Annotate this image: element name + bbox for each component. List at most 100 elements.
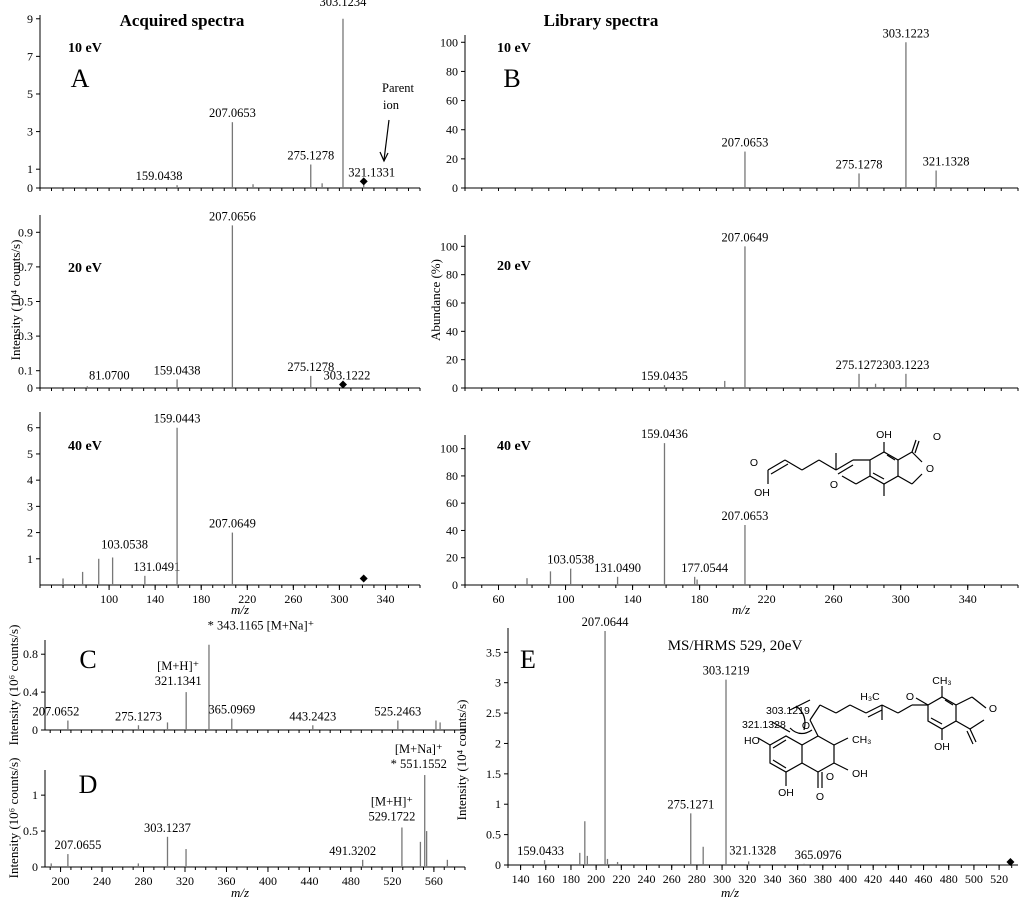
collision-energy-label: 40 eV [497,439,531,454]
x-tick-label: 200 [52,874,70,888]
peak-label: 207.0652 [32,705,79,719]
y-tick-label: 3.5 [486,645,501,659]
x-tick-label: 100 [100,592,118,606]
y-tick-label: 40 [446,123,458,137]
x-tick-label: 240 [638,872,656,886]
atom-o-ester: O [802,720,810,732]
peak-label: 275.1273 [115,709,162,723]
y-tick-label: 100 [440,239,458,253]
y-tick-label: 0 [495,858,501,872]
x-tick-label: 520 [383,874,401,888]
y-tick-label: 20 [446,152,458,166]
peak-label: 103.0538 [547,553,594,567]
y-tick-label: 0.7 [18,260,33,274]
peak-label: 207.0653 [722,509,769,523]
peak-label: 207.0653 [722,136,769,150]
y-tick-label: 20 [446,353,458,367]
peak-label: 491.3202 [329,844,376,858]
y-axis-label-c: Intensity (10⁶ counts/s) [6,625,21,746]
y-tick-label: 4 [27,473,33,487]
e-panel-title: MS/HRMS 529, 20eV [668,638,803,654]
atom-ho-left: HO [744,735,760,747]
x-tick-label: 360 [217,874,235,888]
atom-oh-bottom-left: OH [778,787,794,799]
y-tick-label: 2 [27,526,33,540]
y-tick-label: 80 [446,64,458,78]
y-tick-label: 1 [32,788,38,802]
y-tick-label: 3 [495,676,501,690]
y-tick-label: 60 [446,296,458,310]
x-axis-label-d: m/z [231,885,249,900]
peak-label: 303.1219 [703,664,750,678]
y-tick-label: 1 [27,552,33,566]
y-tick-label: 7 [27,49,33,63]
y-tick-label: 0.9 [18,225,33,239]
atom-h3c: H₃C [860,691,880,703]
x-tick-label: 260 [284,592,302,606]
x-tick-label: 300 [713,872,731,886]
x-tick-label: 420 [864,872,882,886]
y-tick-label: 100 [440,442,458,456]
atom-o-carbonyl: O [816,791,824,803]
peak-label: 321.1331 [348,165,395,179]
y-tick-label: 0.5 [486,828,501,842]
x-tick-label: 460 [915,872,933,886]
peak-label: * 343.1165 [M+Na]⁺ [208,619,315,633]
peak-label: 159.0443 [154,412,201,426]
ion-label: [M+Na]⁺ [395,742,443,756]
collision-energy-label: 10 eV [68,41,102,56]
y-tick-label: 1.5 [486,767,501,781]
peak-label: 81.0700 [89,368,130,382]
peak-label: 207.0649 [209,517,256,531]
x-tick-label: 100 [557,592,575,606]
y-tick-label: 6 [27,421,33,435]
peak-label: 207.0655 [54,838,101,852]
x-tick-label: 220 [758,592,776,606]
x-tick-label: 560 [425,874,443,888]
y-axis-label-d: Intensity (10⁶ counts/s) [6,758,21,879]
y-tick-label: 100 [440,35,458,49]
y-tick-label: 2 [495,736,501,750]
precursor-marker [359,177,368,186]
peak-label: * 551.1552 [391,757,447,771]
y-tick-label: 0 [452,578,458,592]
x-tick-label: 440 [889,872,907,886]
x-tick-label: 500 [965,872,983,886]
peak-label: 159.0433 [517,844,564,858]
x-tick-label: 160 [537,872,555,886]
x-tick-label: 320 [176,874,194,888]
x-axis-label-a: m/z [231,602,249,617]
x-tick-label: 240 [93,874,111,888]
x-tick-label: 400 [839,872,857,886]
x-tick-label: 140 [146,592,164,606]
atom-o-lactone: O [926,463,934,475]
x-tick-label: 280 [135,874,153,888]
y-tick-label: 0 [32,860,38,874]
spectra-panels: 013579159.0438207.0653275.1278303.123432… [18,0,1019,888]
x-axis-label-e: m/z [721,885,739,900]
peak-label: 303.1223 [882,358,929,372]
x-tick-label: 340 [763,872,781,886]
atom-o-acid: O [750,457,758,469]
structure-panel-e: CH₃ O H₃C 303.1219 321.1328 O CH₃ OH HO … [742,675,997,803]
acquired-spectra-title: Acquired spectra [120,11,245,30]
x-tick-label: 480 [342,874,360,888]
y-axis-label-e: Intensity (10⁴ counts/s) [454,700,469,821]
peak-label: 207.0656 [209,209,256,223]
peak-label: 207.0644 [582,615,630,629]
y-tick-label: 0 [452,381,458,395]
y-tick-label: 0.1 [18,364,33,378]
y-tick-label: 3 [27,499,33,513]
y-tick-label: 1 [495,797,501,811]
y-tick-label: 0.3 [18,329,33,343]
x-tick-label: 140 [512,872,530,886]
atom-o-methoxy: O [906,691,914,703]
peak-label: 321.1328 [729,843,776,857]
y-axis-label-acquired: Intensity (10⁴ counts/s) [8,240,23,361]
precursor-marker [359,574,368,583]
parent-ion-label-2: ion [383,98,400,112]
